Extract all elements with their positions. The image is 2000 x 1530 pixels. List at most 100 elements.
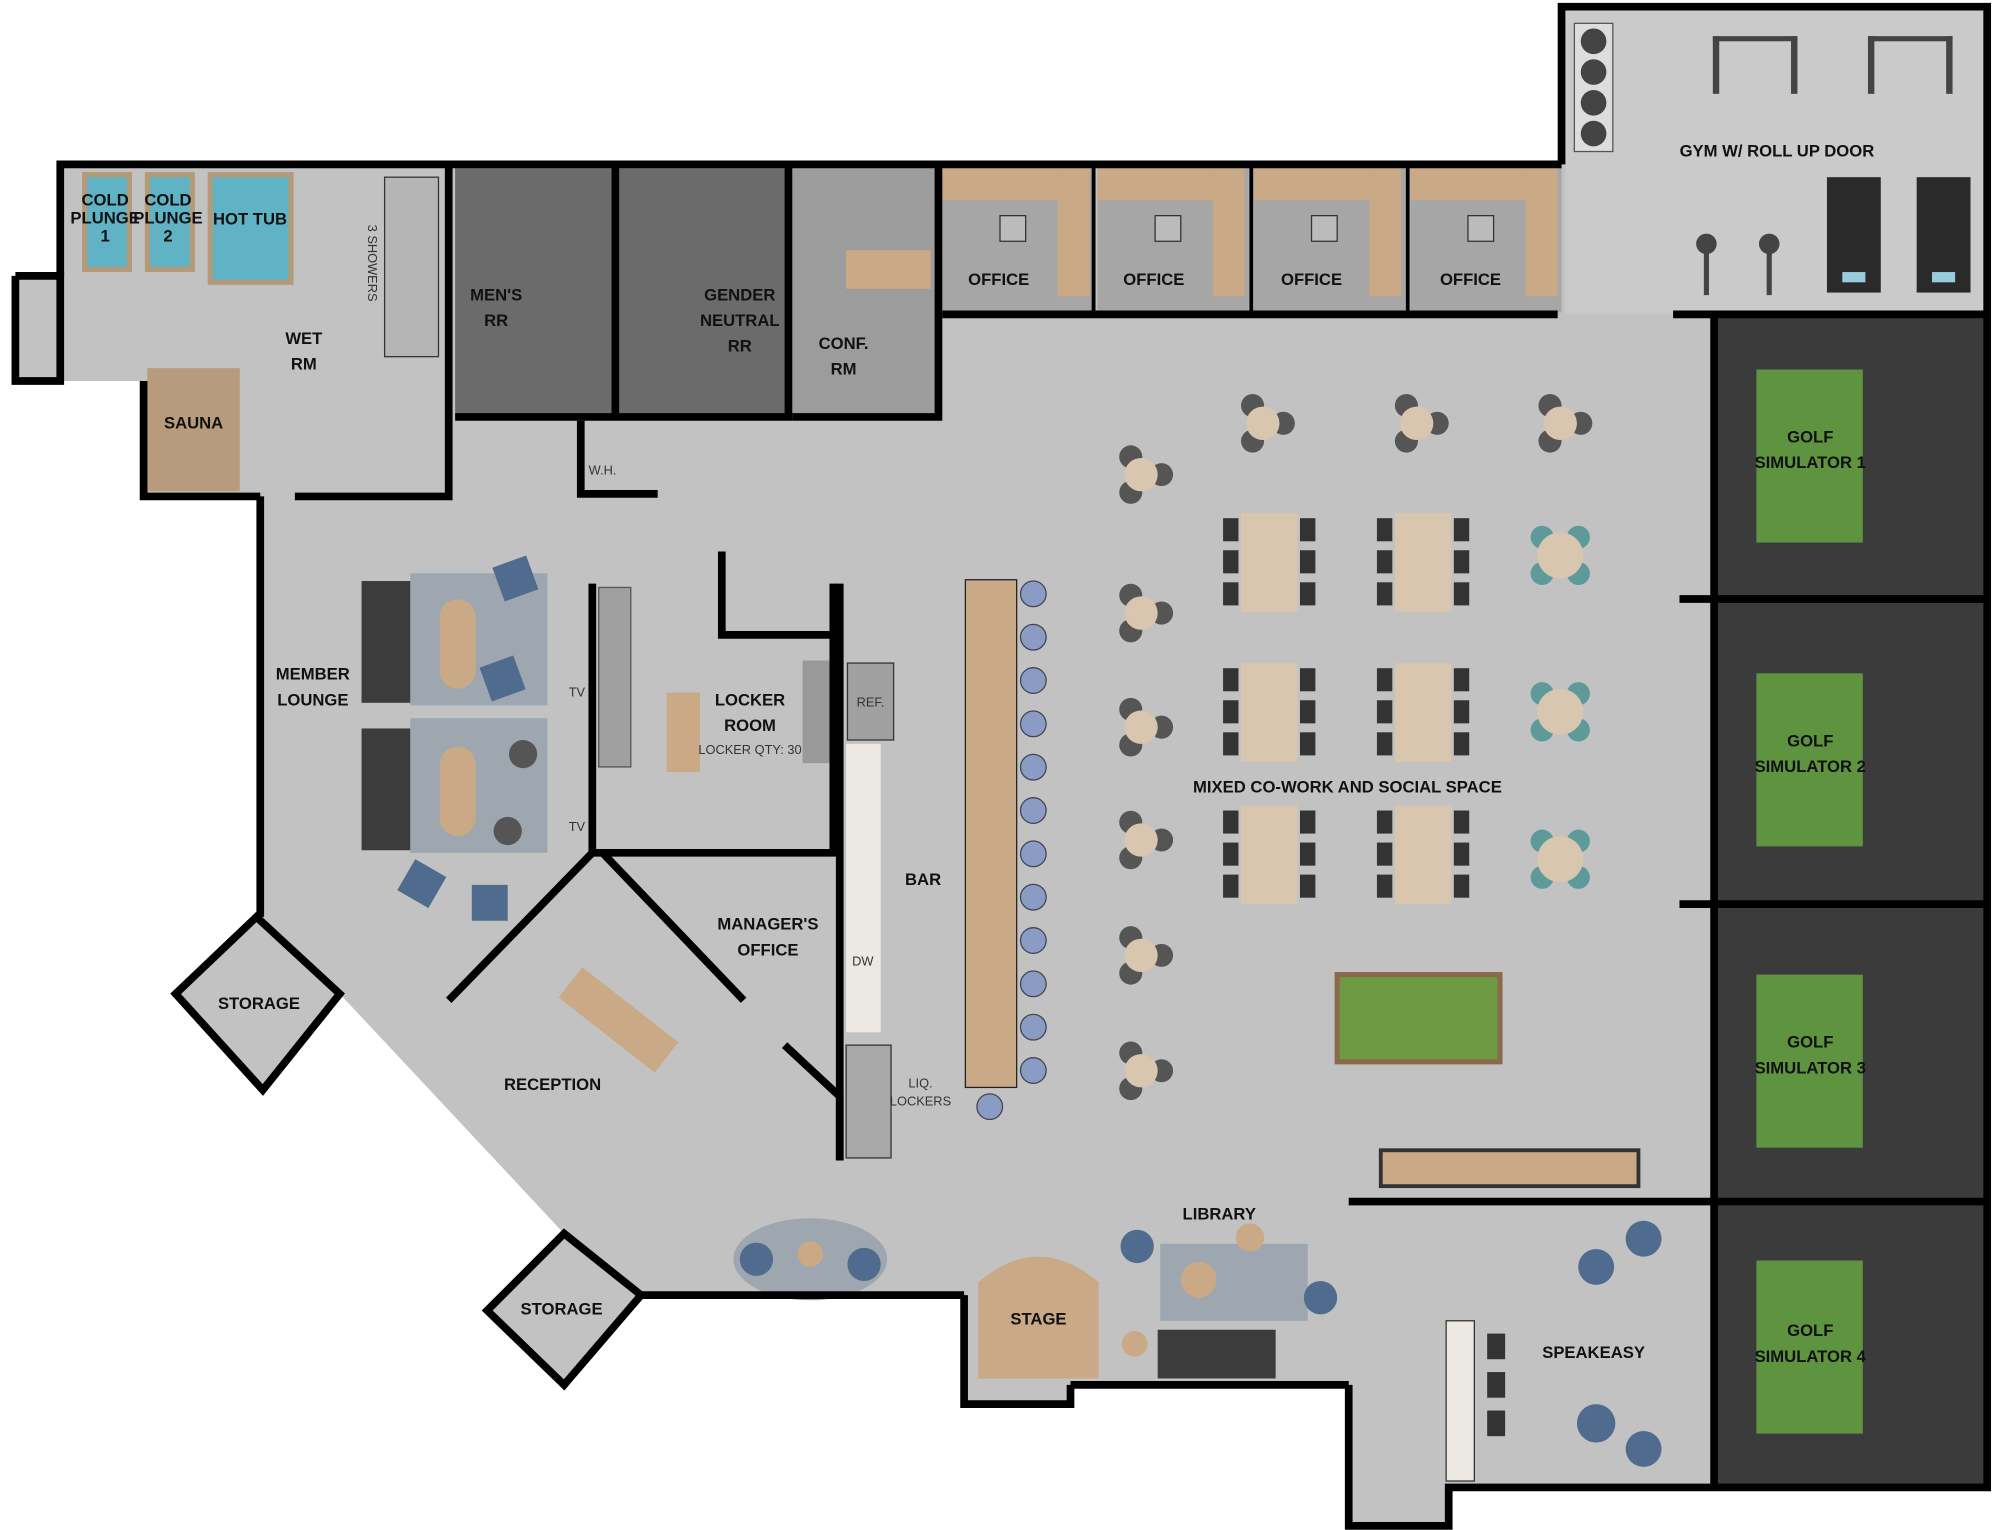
office-desk-return	[1212, 168, 1245, 297]
table-chair	[1300, 518, 1316, 542]
locker-qty-label: LOCKER QTY: 30	[698, 742, 801, 757]
coworking-table	[1394, 663, 1452, 762]
table-chair	[1453, 550, 1470, 574]
bar-stool	[976, 1093, 1004, 1121]
ref-label: REF.	[857, 695, 885, 710]
storage-label-2: STORAGE	[521, 1299, 603, 1318]
round-table	[1543, 406, 1577, 440]
conference-table	[846, 250, 931, 289]
coworking-table	[1241, 805, 1298, 905]
speakeasy-bar	[1445, 1320, 1476, 1482]
round-table	[1124, 710, 1158, 744]
table-chair	[1376, 550, 1393, 574]
round-table	[1537, 688, 1584, 735]
round-table	[1124, 1054, 1158, 1088]
coworking-table	[1394, 805, 1452, 905]
table-chair	[1300, 732, 1316, 756]
svg-text:MEN'SRR: MEN'SRR	[470, 285, 522, 330]
lockers-left	[598, 586, 632, 768]
hot-tub	[207, 172, 294, 285]
bar-stool	[1019, 753, 1047, 781]
bar-stool	[1019, 710, 1047, 738]
mens-restroom-floor	[455, 168, 616, 417]
bar-label: BAR	[905, 870, 941, 889]
svg-text:LIQ.LOCKERS: LIQ.LOCKERS	[890, 1075, 951, 1108]
reception-label: RECEPTION	[504, 1075, 601, 1094]
table-chair	[1300, 582, 1316, 606]
sofa-1	[361, 581, 411, 703]
table-chair	[1300, 874, 1316, 898]
bar-stool	[1019, 667, 1047, 694]
tv-label-1: TV	[569, 684, 586, 699]
coworking-table	[1241, 513, 1298, 612]
refrigerator	[846, 662, 895, 741]
table-chair	[1376, 810, 1393, 834]
entry-chairs	[739, 1241, 881, 1282]
lounge-rug-2	[410, 718, 548, 853]
reception-desk	[558, 967, 679, 1073]
office-chair	[1154, 215, 1182, 242]
office-desk	[1253, 168, 1370, 201]
office-desk-return	[1057, 168, 1090, 297]
bar-stool	[1019, 883, 1047, 911]
office-desk-return	[1369, 168, 1402, 297]
office-desk-return	[1525, 168, 1558, 297]
table-chair	[1223, 700, 1239, 724]
storage-label-1: STORAGE	[218, 994, 300, 1013]
shuffleboard	[1378, 1148, 1641, 1189]
cold-plunge-2	[144, 172, 195, 273]
gym-label: GYM W/ ROLL UP DOOR	[1680, 142, 1875, 161]
table-chair	[1300, 550, 1316, 574]
bar-stool	[1019, 623, 1047, 651]
gender-neutral-restroom-floor	[619, 168, 789, 417]
round-table	[1124, 596, 1158, 630]
lounge-chairs	[397, 555, 539, 921]
round-table	[1537, 532, 1584, 579]
table-chair	[1453, 874, 1470, 898]
bar-stool	[1019, 1013, 1047, 1041]
coffee-table-1	[439, 598, 476, 689]
table-chair	[1223, 842, 1239, 866]
library-chairs	[1120, 1223, 1338, 1357]
library-label: LIBRARY	[1183, 1204, 1256, 1223]
showers	[383, 176, 440, 358]
bar-stool	[1019, 970, 1047, 998]
coworking-label: MIXED CO-WORK AND SOCIAL SPACE	[1193, 778, 1502, 797]
table-chair	[1453, 518, 1470, 542]
table-chair	[1376, 700, 1393, 724]
cold-plunge-1	[82, 172, 133, 273]
golf-simulator-green	[1756, 974, 1863, 1148]
table-chair	[1300, 668, 1316, 692]
sauna	[147, 368, 240, 492]
table-chair	[1376, 582, 1393, 606]
table-chair	[1300, 700, 1316, 724]
speakeasy-chairs	[1487, 1220, 1662, 1467]
library-sofa	[1157, 1329, 1276, 1379]
pool-table	[1334, 972, 1503, 1065]
walls	[11, 2, 1992, 1530]
table-chair	[1223, 518, 1239, 542]
stage-label: STAGE	[1010, 1310, 1066, 1329]
coworking-table	[1241, 663, 1298, 762]
bar-stool	[1019, 840, 1047, 868]
bar-stool	[1019, 797, 1047, 824]
coffee-table-2	[439, 746, 476, 837]
round-table	[1537, 836, 1584, 883]
round-table	[1124, 938, 1158, 973]
round-table	[1124, 823, 1158, 857]
bar-stool	[1019, 927, 1047, 954]
office-desk	[942, 168, 1058, 201]
table-chair	[1453, 810, 1470, 834]
conf-room-floor	[792, 168, 939, 417]
table-chair	[1376, 842, 1393, 866]
